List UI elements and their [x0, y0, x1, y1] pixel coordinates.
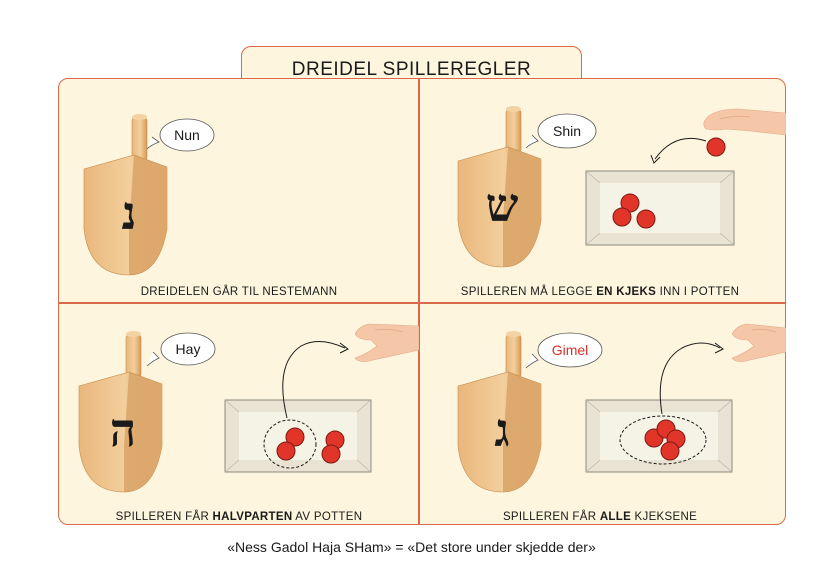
caption-hay: SPILLEREN FÅR HALVPARTEN AV POTTEN: [115, 511, 363, 523]
dreidel-shin: [457, 106, 542, 268]
hebrew-letter-hay: ה: [110, 403, 136, 457]
caption-gimel: SPILLEREN FÅR ALLE KJEKSENE: [502, 511, 698, 523]
page-title: DREIDEL SPILLEREGLER: [291, 58, 532, 80]
panel-hay: ה Hay: [59, 304, 419, 527]
hand-icon: [354, 323, 419, 362]
speech-bubble: Gimel: [525, 332, 603, 369]
hand-icon: [731, 323, 786, 362]
dreidel-hay: [78, 331, 163, 493]
panel-nun: נ Nun DREIDELEN GÅR TIL NESTEMANN: [59, 79, 419, 302]
dreidel-gimel: [457, 331, 542, 493]
arrow-to-player: [659, 342, 721, 415]
footer-caption: «Ness Gadol Haja SHam» = «Det store unde…: [227, 539, 596, 555]
caption-nun: DREIDELEN GÅR TIL NESTEMANN: [140, 286, 338, 298]
hand-icon: [703, 108, 786, 136]
bubble-text-shin: Shin: [553, 123, 581, 139]
panel-shin: ש Shin: [420, 79, 786, 302]
bubble-text-gimel: Gimel: [552, 342, 589, 358]
speech-bubble: Shin: [525, 113, 597, 149]
cookies-in-pot: [644, 419, 686, 461]
panel-gimel: ג Gimel: [420, 304, 786, 527]
bubble-text-nun: Nun: [174, 127, 200, 143]
caption-shin: SPILLEREN MÅ LEGGE EN KJEKS INN I POTTEN: [460, 286, 740, 298]
hebrew-letter-nun: נ: [122, 186, 137, 240]
horizontal-divider: [59, 302, 785, 304]
cookies-in-pot: [612, 193, 656, 229]
selected-half-outline: [263, 419, 317, 469]
rules-board: נ Nun DREIDELEN GÅR TIL NESTEMANN ש Shin: [58, 78, 786, 525]
speech-bubble: Hay: [146, 332, 216, 367]
pot-tray: [585, 170, 735, 246]
bubble-text-hay: Hay: [176, 341, 201, 357]
dreidel-nun: [83, 114, 168, 276]
hebrew-letter-gimel: ג: [494, 403, 509, 457]
cookie-falling: [706, 137, 726, 157]
selected-all-outline: [619, 415, 707, 465]
speech-bubble: Nun: [146, 118, 215, 152]
cookies-in-pot: [276, 427, 345, 464]
hebrew-letter-shin: ש: [486, 178, 519, 232]
arrow-into-pot: [654, 137, 707, 160]
vertical-divider: [418, 79, 420, 524]
arrow-to-player: [282, 341, 346, 419]
